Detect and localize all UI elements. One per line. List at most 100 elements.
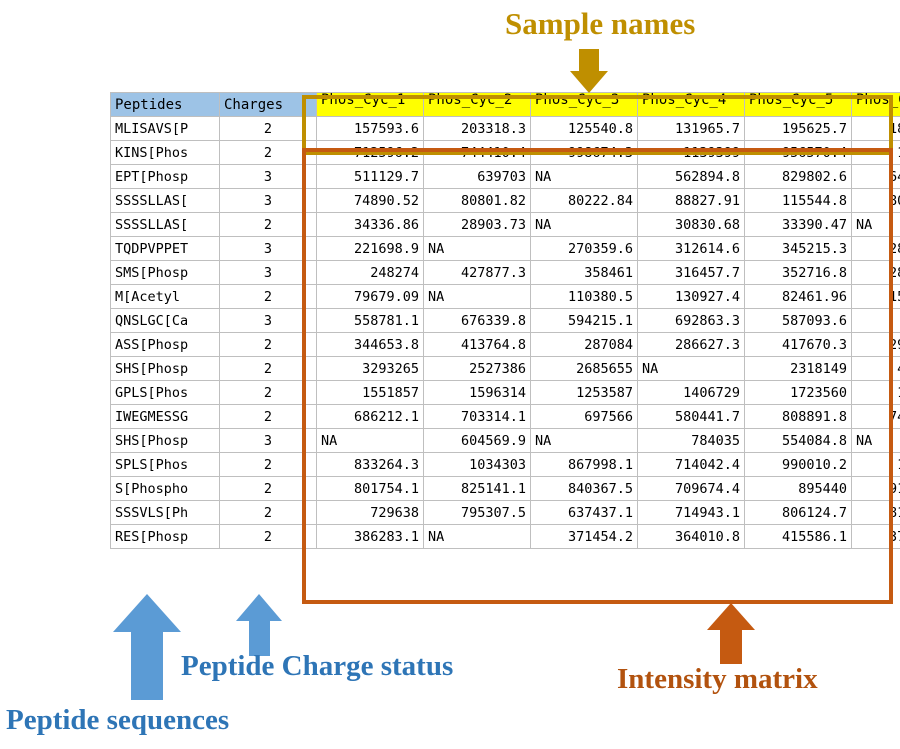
cell-intensity[interactable]: 825141.1 xyxy=(423,476,531,501)
cell-peptide[interactable]: TQDPVPPET xyxy=(110,236,220,261)
cell-intensity[interactable]: 712596.2 xyxy=(316,140,424,165)
cell-intensity[interactable]: 639703 xyxy=(423,164,531,189)
column-header-sample-6[interactable]: Phos_Cyc_6 xyxy=(851,92,900,117)
cell-intensity[interactable]: 79679.09 xyxy=(316,284,424,309)
cell-intensity[interactable]: 358461 xyxy=(530,260,638,285)
cell-intensity[interactable]: 1034303 xyxy=(423,452,531,477)
cell-intensity[interactable]: 203318.3 xyxy=(423,116,531,141)
cell-intensity[interactable]: 34336.86 xyxy=(316,212,424,237)
cell-charge[interactable]: 2 xyxy=(219,284,317,309)
cell-intensity-na[interactable]: NA xyxy=(530,212,638,237)
cell-intensity[interactable]: 131965.7 xyxy=(637,116,745,141)
cell-intensity[interactable]: 709674.4 xyxy=(637,476,745,501)
cell-intensity[interactable]: 714943.1 xyxy=(637,500,745,525)
cell-intensity[interactable]: 157593.6 xyxy=(316,116,424,141)
cell-peptide[interactable]: S[Phospho xyxy=(110,476,220,501)
cell-charge[interactable]: 2 xyxy=(219,476,317,501)
cell-intensity[interactable]: 840367.5 xyxy=(530,476,638,501)
cell-intensity-na[interactable]: NA xyxy=(423,284,531,309)
cell-intensity[interactable]: 1502006 xyxy=(851,380,900,405)
cell-intensity[interactable]: 287084 xyxy=(530,332,638,357)
cell-peptide[interactable]: SHS[Phosp xyxy=(110,356,220,381)
column-header-sample-2[interactable]: Phos_Cyc_2 xyxy=(423,92,531,117)
cell-intensity[interactable]: 808891.8 xyxy=(744,404,852,429)
cell-intensity[interactable]: 286627.3 xyxy=(637,332,745,357)
cell-charge[interactable]: 2 xyxy=(219,116,317,141)
cell-intensity[interactable]: 284286.5 xyxy=(851,236,900,261)
cell-intensity[interactable]: 270359.6 xyxy=(530,236,638,261)
cell-intensity[interactable]: 115544.8 xyxy=(744,188,852,213)
cell-intensity[interactable]: 80801.82 xyxy=(423,188,531,213)
cell-charge[interactable]: 2 xyxy=(219,332,317,357)
column-header-sample-5[interactable]: Phos_Cyc_5 xyxy=(744,92,852,117)
peptide-intensity-table[interactable]: Peptides Charges Phos_Cyc_1 Phos_Cyc_2 P… xyxy=(110,92,900,549)
cell-intensity[interactable]: 990010.2 xyxy=(744,452,852,477)
cell-charge[interactable]: 3 xyxy=(219,236,317,261)
cell-intensity[interactable]: 744410.4 xyxy=(423,140,531,165)
cell-charge[interactable]: 2 xyxy=(219,380,317,405)
cell-peptide[interactable]: SSSVLS[Ph xyxy=(110,500,220,525)
cell-intensity[interactable]: 554084.8 xyxy=(744,428,852,453)
cell-intensity[interactable]: 386283.1 xyxy=(316,524,424,549)
cell-intensity[interactable]: 692863.3 xyxy=(637,308,745,333)
cell-charge[interactable]: 3 xyxy=(219,188,317,213)
cell-intensity[interactable]: 417670.3 xyxy=(744,332,852,357)
cell-intensity[interactable]: 587093.6 xyxy=(744,308,852,333)
cell-intensity-na[interactable]: NA xyxy=(637,356,745,381)
cell-intensity[interactable]: 562894.8 xyxy=(637,164,745,189)
cell-intensity[interactable]: 4120553 xyxy=(851,356,900,381)
cell-intensity[interactable]: 1406729 xyxy=(637,380,745,405)
cell-intensity[interactable]: 745552.6 xyxy=(851,404,900,429)
column-header-sample-1[interactable]: Phos_Cyc_1 xyxy=(316,92,424,117)
cell-charge[interactable]: 3 xyxy=(219,308,317,333)
cell-intensity[interactable]: 413764.8 xyxy=(423,332,531,357)
cell-intensity[interactable]: 558781.1 xyxy=(316,308,424,333)
cell-intensity[interactable]: 1596314 xyxy=(423,380,531,405)
cell-peptide[interactable]: GPLS[Phos xyxy=(110,380,220,405)
column-header-sample-3[interactable]: Phos_Cyc_3 xyxy=(530,92,638,117)
cell-intensity[interactable]: 676339.8 xyxy=(423,308,531,333)
cell-intensity[interactable]: 415586.1 xyxy=(744,524,852,549)
cell-intensity[interactable]: 352716.8 xyxy=(744,260,852,285)
cell-peptide[interactable]: SPLS[Phos xyxy=(110,452,220,477)
cell-intensity[interactable]: 285275.5 xyxy=(851,260,900,285)
cell-intensity[interactable]: 895440 xyxy=(744,476,852,501)
cell-intensity[interactable]: 637437.1 xyxy=(530,500,638,525)
cell-intensity[interactable]: 998674.3 xyxy=(530,140,638,165)
cell-intensity[interactable]: 33390.47 xyxy=(744,212,852,237)
column-header-sample-4[interactable]: Phos_Cyc_4 xyxy=(637,92,745,117)
cell-charge[interactable]: 2 xyxy=(219,140,317,165)
cell-intensity[interactable]: 795307.5 xyxy=(423,500,531,525)
cell-intensity[interactable]: 295301.9 xyxy=(851,332,900,357)
cell-peptide[interactable]: RES[Phosp xyxy=(110,524,220,549)
cell-intensity[interactable]: 80222.84 xyxy=(530,188,638,213)
cell-intensity[interactable]: 784035 xyxy=(637,428,745,453)
cell-intensity[interactable]: 594215.1 xyxy=(530,308,638,333)
cell-peptide[interactable]: KINS[Phos xyxy=(110,140,220,165)
cell-charge[interactable]: 3 xyxy=(219,260,317,285)
cell-charge[interactable]: 3 xyxy=(219,428,317,453)
cell-intensity-na[interactable]: NA xyxy=(851,212,900,237)
cell-intensity[interactable]: 130927.4 xyxy=(637,284,745,309)
column-header-charges[interactable]: Charges xyxy=(219,92,317,117)
cell-peptide[interactable]: SSSSLLAS[ xyxy=(110,188,220,213)
cell-intensity[interactable]: 3293265 xyxy=(316,356,424,381)
cell-intensity[interactable]: 714042.4 xyxy=(637,452,745,477)
cell-intensity[interactable]: 110380.5 xyxy=(530,284,638,309)
cell-intensity[interactable]: 1551857 xyxy=(316,380,424,405)
cell-peptide[interactable]: M[Acetyl xyxy=(110,284,220,309)
cell-charge[interactable]: 2 xyxy=(219,212,317,237)
cell-intensity[interactable]: 345215.3 xyxy=(744,236,852,261)
cell-charge[interactable]: 3 xyxy=(219,164,317,189)
